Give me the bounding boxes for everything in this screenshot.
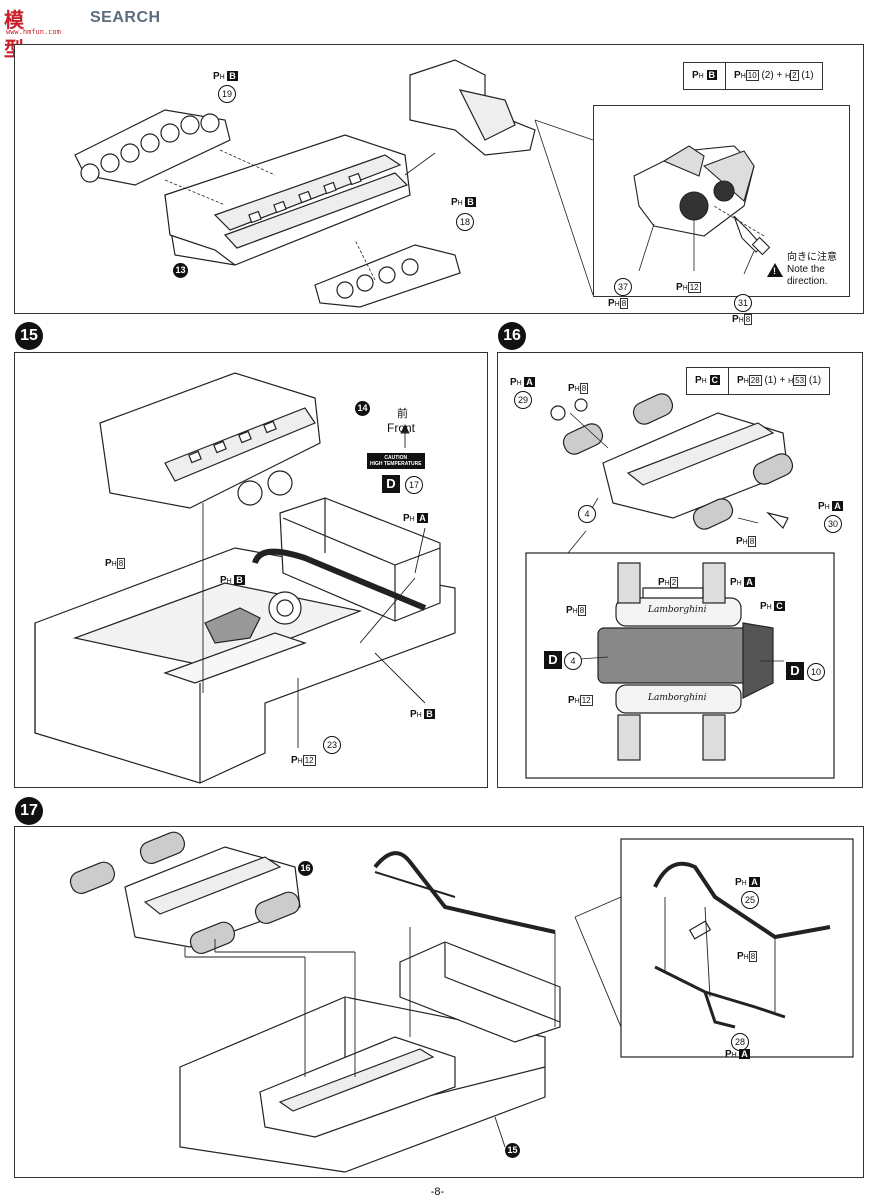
ph-a-label-25: PH A [735, 877, 760, 888]
decal-d-label-1: D [544, 651, 562, 669]
logo-url: www.hmfun.com [6, 28, 61, 36]
decal-d-label: D [382, 475, 400, 493]
step-17-number: 17 [15, 797, 43, 825]
ph-c-label: PH C [760, 601, 785, 612]
part-4-callout-b: 4 [564, 652, 582, 670]
ph-a-label-30: PH A [818, 501, 843, 512]
step-15-number: 15 [15, 322, 43, 350]
part-4-callout: 4 [578, 505, 596, 523]
step-16-drawing [525, 393, 835, 779]
ph-b-label-19: PH B [213, 71, 238, 82]
direction-note: 向きに注意 Note the direction. [787, 252, 837, 288]
front-label-en: Front [387, 421, 416, 435]
parts-sprue: PH B [692, 70, 718, 81]
part-17-callout: 17 [405, 476, 423, 494]
part-37-callout: 37 [614, 278, 632, 296]
part-29-callout: 29 [514, 391, 532, 409]
part-14-callout: 14 [355, 401, 370, 416]
part-23-callout: 23 [323, 736, 341, 754]
part-15-callout: 15 [505, 1143, 520, 1158]
note-en-1: Note the [787, 264, 825, 275]
step-16-number: 16 [498, 322, 526, 350]
step-17-drawing [69, 831, 854, 1173]
step-15-drawing [34, 372, 456, 784]
note-en-2: direction. [787, 276, 828, 287]
logo-lambo-1: Lamborghini [648, 605, 707, 615]
note-jp: 向きに注意 [787, 252, 837, 263]
ph-b-label-2: PH B [410, 709, 435, 720]
warning-icon [767, 263, 783, 277]
part-31-callout: 31 [734, 294, 752, 312]
part-19-callout: 19 [218, 85, 236, 103]
front-label-jp: 前 [397, 408, 408, 420]
part-18-callout: 18 [456, 213, 474, 231]
step-14-engine-drawing [74, 59, 594, 308]
part-30-callout: 30 [824, 515, 842, 533]
logo-text: SEARCH [90, 9, 161, 26]
ph-a-label: PH A [403, 513, 428, 524]
part-25-callout: 25 [741, 891, 759, 909]
page-number: -8- [430, 1186, 445, 1198]
part-13-callout: 13 [173, 263, 188, 278]
ph-a-label-29: PH A [510, 377, 535, 388]
part-16-callout: 16 [298, 861, 313, 876]
ph-b-label-1: PH B [220, 575, 245, 586]
ph-a-label-3: PH A [730, 577, 755, 588]
part-10-callout: 10 [807, 663, 825, 681]
decal-d-label-2: D [786, 662, 804, 680]
inset-drawing [633, 145, 771, 275]
logo-lambo-2: Lamborghini [648, 693, 707, 703]
ph-b-label-18: PH B [451, 197, 476, 208]
ph-a-label-28: PH A [725, 1049, 750, 1060]
parts-sprue: PH C [695, 375, 721, 386]
